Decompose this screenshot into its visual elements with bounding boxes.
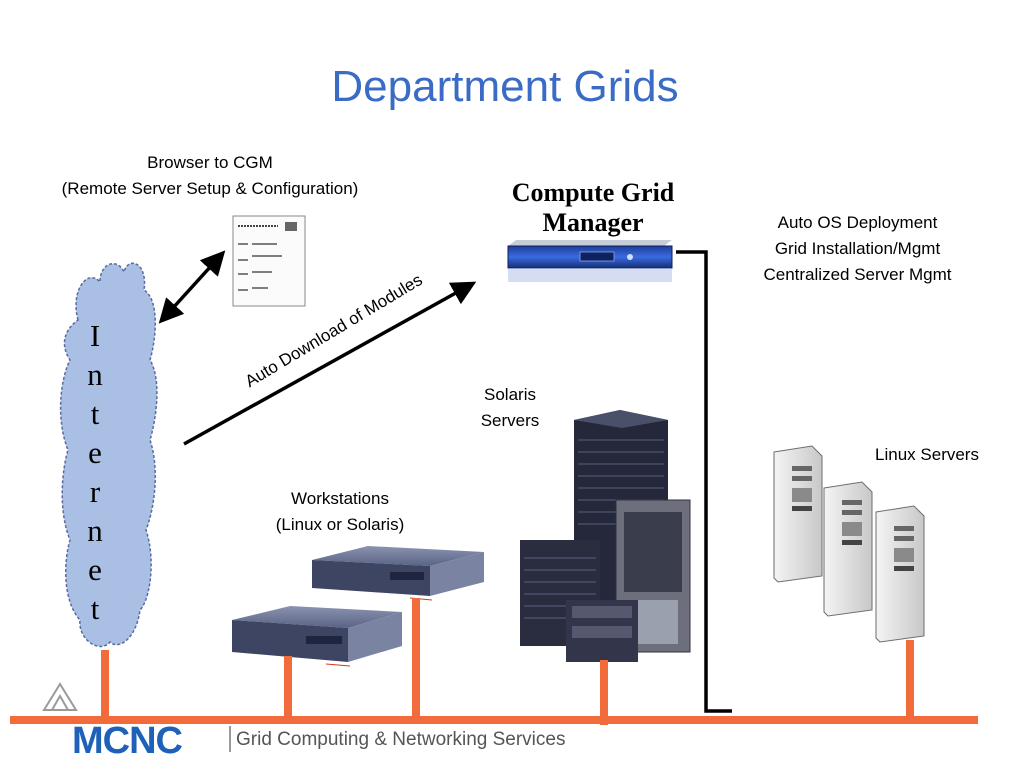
mcnc-tagline: Grid Computing & Networking Services: [236, 729, 566, 750]
solaris-label-line2: Servers: [480, 411, 540, 430]
network-bus: [10, 598, 978, 725]
browser-label-line2: (Remote Server Setup & Configuration): [61, 179, 359, 198]
feature-item: Centralized Server Mgmt: [763, 265, 952, 284]
solaris-label: Solaris Servers: [460, 382, 560, 434]
feature-item: Grid Installation/Mgmt: [774, 239, 941, 258]
solaris-label-line1: Solaris: [484, 385, 536, 404]
cgm-label: Compute Grid Manager: [488, 178, 698, 238]
workstations-label-line1: Workstations: [291, 489, 389, 508]
internet-letter: e: [88, 552, 102, 587]
internet-letter: e: [88, 435, 102, 470]
cgm-label-line1: Compute Grid: [511, 178, 675, 207]
workstation-upper-icon: [312, 546, 484, 601]
browser-label: Browser to CGM (Remote Server Setup & Co…: [20, 150, 400, 202]
mcnc-logo-text: MCNC: [72, 720, 183, 762]
linux-servers-icon: [773, 445, 925, 643]
internet-letter: n: [87, 357, 103, 392]
cgm-features: Auto OS Deployment Grid Installation/Mgm…: [740, 210, 975, 288]
feature-item: Auto OS Deployment: [777, 213, 938, 232]
auto-download-arrow: [183, 281, 477, 446]
linux-label: Linux Servers: [875, 445, 979, 464]
mcnc-logo-mark: [42, 682, 78, 711]
cgm-label-line2: Manager: [542, 208, 644, 237]
internet-letter: r: [89, 474, 101, 509]
linux-tower: [875, 505, 925, 643]
cgm-server-icon: [507, 240, 673, 282]
workstations-label: Workstations (Linux or Solaris): [240, 486, 440, 538]
workstations-label-line2: (Linux or Solaris): [275, 515, 405, 534]
solaris-servers-icon: [520, 410, 691, 662]
linux-tower: [823, 481, 873, 617]
cgm-connection-line: [676, 250, 732, 713]
workstation-lower-icon: [232, 606, 402, 667]
browser-internet-arrow: [158, 250, 226, 324]
internet-letter: t: [90, 396, 100, 431]
internet-letter: I: [89, 318, 101, 353]
page-title: Department Grids: [331, 62, 679, 111]
browser-document-icon: [232, 215, 306, 307]
browser-label-line1: Browser to CGM: [147, 153, 273, 172]
internet-cloud: [59, 262, 158, 648]
internet-letter: t: [90, 591, 100, 626]
internet-letter: n: [87, 513, 103, 548]
linux-tower: [773, 445, 823, 583]
